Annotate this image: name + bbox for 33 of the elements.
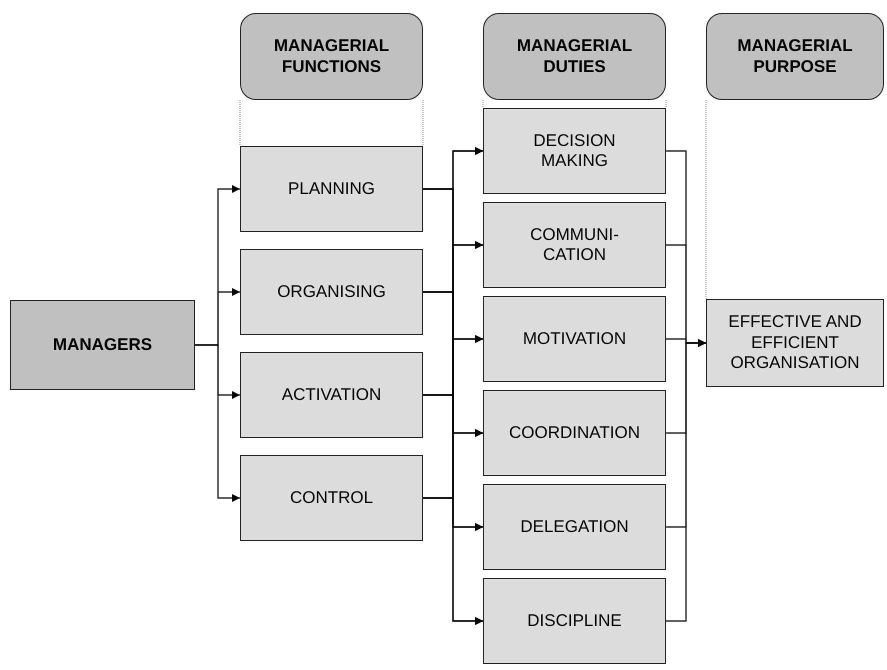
box-label: COORDINATION (509, 422, 640, 444)
process-box (240, 352, 423, 438)
process-box (706, 299, 884, 387)
box-label: DISCIPLINE (527, 610, 622, 632)
box-label: DECISION MAKING (532, 130, 617, 172)
process-box (483, 202, 666, 288)
box-label: MANAGERIAL FUNCTIONS (272, 36, 390, 77)
column-header (706, 13, 884, 100)
box-label: MANAGERS (52, 334, 152, 356)
box-label: ACTIVATION (282, 384, 382, 406)
process-box (483, 484, 666, 570)
process-box (240, 249, 423, 335)
box-label: DELEGATION (520, 516, 629, 538)
box-label: MANAGERIAL PURPOSE (736, 36, 854, 77)
connector-arrow (423, 497, 483, 625)
column-header (240, 13, 423, 100)
box-label: COMMUNI- CATION (529, 224, 620, 266)
box-label: MANAGERIAL DUTIES (516, 36, 634, 77)
process-box (483, 578, 666, 664)
process-box (240, 455, 423, 541)
box-label: MOTIVATION (522, 328, 626, 350)
process-box (483, 390, 666, 476)
connector-arrow (195, 344, 240, 502)
root-box (10, 300, 195, 390)
process-box (483, 108, 666, 194)
process-box (483, 296, 666, 382)
box-label: ORGANISING (277, 282, 386, 302)
process-box (240, 146, 423, 232)
connector-arrow (666, 339, 706, 622)
box-label: PLANNING (288, 178, 375, 200)
column-header (483, 13, 666, 100)
box-label: CONTROL (290, 488, 374, 508)
box-label: EFFECTIVE AND EFFICIENT ORGANISATION (727, 312, 863, 374)
